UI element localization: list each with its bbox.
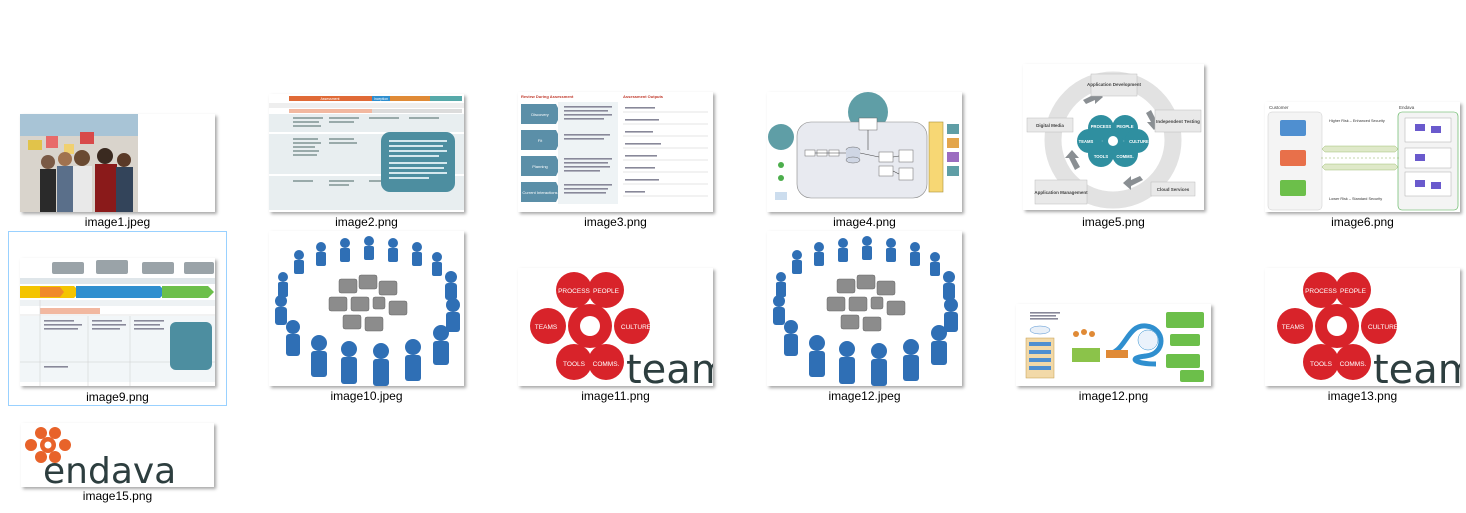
thumb-text: Endava <box>1399 105 1415 110</box>
thumbnail-image12-png <box>1016 304 1211 386</box>
thumb-text: CULTURE <box>621 324 652 331</box>
thumb-text: Higher Risk – Enhanced Security <box>1329 119 1385 123</box>
file-name: image15.png <box>82 489 153 503</box>
thumb-text: Customer <box>1269 105 1289 110</box>
thumb-text: COMMS. <box>1116 154 1133 159</box>
thumb-text: team <box>626 347 713 386</box>
thumb-text: TEAMS <box>1282 324 1305 331</box>
thumb-text: Independent Testing <box>1156 119 1200 124</box>
thumb-text: Current Interactions <box>522 190 557 195</box>
thumbnail-image3: Review During Assessment Assessment Outp… <box>518 92 713 212</box>
team-logo: PROCESS PEOPLE TEAMS CULTURE TOOLS COMMS… <box>518 268 713 386</box>
thumb-text: CULTURE <box>1368 324 1399 331</box>
file-item-image13-png[interactable]: PROCESS PEOPLE TEAMS CULTURE TOOLS COMMS… <box>1253 231 1466 406</box>
thumbnail-image15: endava <box>21 423 214 487</box>
people-puzzle-icon <box>767 231 962 386</box>
thumb-text: COMMS. <box>593 361 620 368</box>
file-item-image2-png[interactable]: Assessment Inception image2.png <box>257 57 476 232</box>
thumb-text: TEAMS <box>1079 139 1094 144</box>
file-item-image9-png[interactable]: image9.png <box>8 231 227 406</box>
thumb-text: CULTURE <box>1129 139 1149 144</box>
thumb-text: Planning <box>532 164 548 169</box>
file-item-image12-jpeg[interactable]: image12.jpeg <box>755 231 974 406</box>
file-item-image6-png[interactable]: Customer Endava Higher Risk – Enhanced S… <box>1253 57 1466 232</box>
file-name: image9.png <box>86 390 149 404</box>
team-logo: PROCESS PEOPLE TEAMS CULTURE TOOLS COMMS… <box>1265 268 1460 386</box>
thumb-text: Application Management <box>1034 190 1088 195</box>
file-item-image4-png[interactable]: image4.png <box>755 57 974 232</box>
file-name: image6.png <box>1331 215 1394 229</box>
thumbnail-image10 <box>269 231 464 386</box>
thumb-text: COMMS. <box>1340 361 1367 368</box>
file-name: image10.jpeg <box>330 389 403 403</box>
file-name: image11.png <box>581 389 650 403</box>
thumbnail-image6: Customer Endava Higher Risk – Enhanced S… <box>1265 102 1460 212</box>
thumbnail-image12-jpeg <box>767 231 962 386</box>
thumbnail-image11: PROCESS PEOPLE TEAMS CULTURE TOOLS COMMS… <box>518 268 713 386</box>
file-item-image15-png[interactable]: endava image15.png <box>8 407 227 511</box>
thumb-text: Digital Media <box>1036 123 1064 128</box>
thumb-text: TEAMS <box>535 324 558 331</box>
file-item-image1-jpeg[interactable]: image1.jpeg <box>8 57 227 232</box>
file-item-image10-jpeg[interactable]: image10.jpeg <box>257 231 476 406</box>
file-item-image3-png[interactable]: Review During Assessment Assessment Outp… <box>506 57 725 232</box>
thumb-text: PEOPLE <box>1117 124 1134 129</box>
file-name: image2.png <box>335 215 398 229</box>
file-name: image1.jpeg <box>84 215 151 229</box>
thumb-text: TOOLS <box>1310 361 1333 368</box>
file-item-image5-png[interactable]: PROCESS PEOPLE TEAMS CULTURE TOOLS COMMS… <box>1004 57 1223 232</box>
thumb-text: PROCESS <box>558 288 590 295</box>
file-item-image12-png[interactable]: image12.png <box>1004 231 1223 406</box>
endava-logo: endava <box>21 423 214 487</box>
thumb-text: Discovery <box>531 112 549 117</box>
thumb-text: team <box>1373 347 1460 386</box>
thumb-text: Application Development <box>1087 82 1142 87</box>
thumb-text: PEOPLE <box>593 288 620 295</box>
file-name: image4.png <box>833 215 896 229</box>
thumb-text: TOOLS <box>563 361 586 368</box>
thumbnail-image4 <box>767 92 962 212</box>
thumb-text: PEOPLE <box>1340 288 1367 295</box>
thumbnail-image1 <box>20 114 215 212</box>
thumb-text: Inception <box>374 97 388 101</box>
thumb-text: Fit <box>538 138 543 143</box>
file-name: image3.png <box>584 215 647 229</box>
thumb-text: Lower Risk – Standard Security <box>1329 197 1382 201</box>
file-name: image5.png <box>1082 215 1145 229</box>
file-name: image12.jpeg <box>828 389 901 403</box>
thumb-text: PROCESS <box>1305 288 1337 295</box>
thumb-text: Cloud Services <box>1157 187 1190 192</box>
file-name: image12.png <box>1078 389 1149 403</box>
thumbnail-image2: Assessment Inception <box>269 94 464 212</box>
thumbnail-image9 <box>20 258 215 386</box>
file-item-image11-png[interactable]: PROCESS PEOPLE TEAMS CULTURE TOOLS COMMS… <box>506 231 725 406</box>
thumb-text: TOOLS <box>1094 154 1109 159</box>
thumb-text: Assessment Outputs <box>623 94 664 99</box>
thumb-text: Assessment <box>320 97 339 101</box>
people-puzzle-icon <box>269 231 464 386</box>
file-name: image13.png <box>1327 389 1398 403</box>
thumb-text: PROCESS <box>1091 124 1112 129</box>
thumb-text: endava <box>43 451 176 487</box>
thumb-text: Review During Assessment <box>521 94 574 99</box>
thumbnail-image5: PROCESS PEOPLE TEAMS CULTURE TOOLS COMMS… <box>1023 64 1204 210</box>
thumbnail-image13: PROCESS PEOPLE TEAMS CULTURE TOOLS COMMS… <box>1265 268 1460 386</box>
